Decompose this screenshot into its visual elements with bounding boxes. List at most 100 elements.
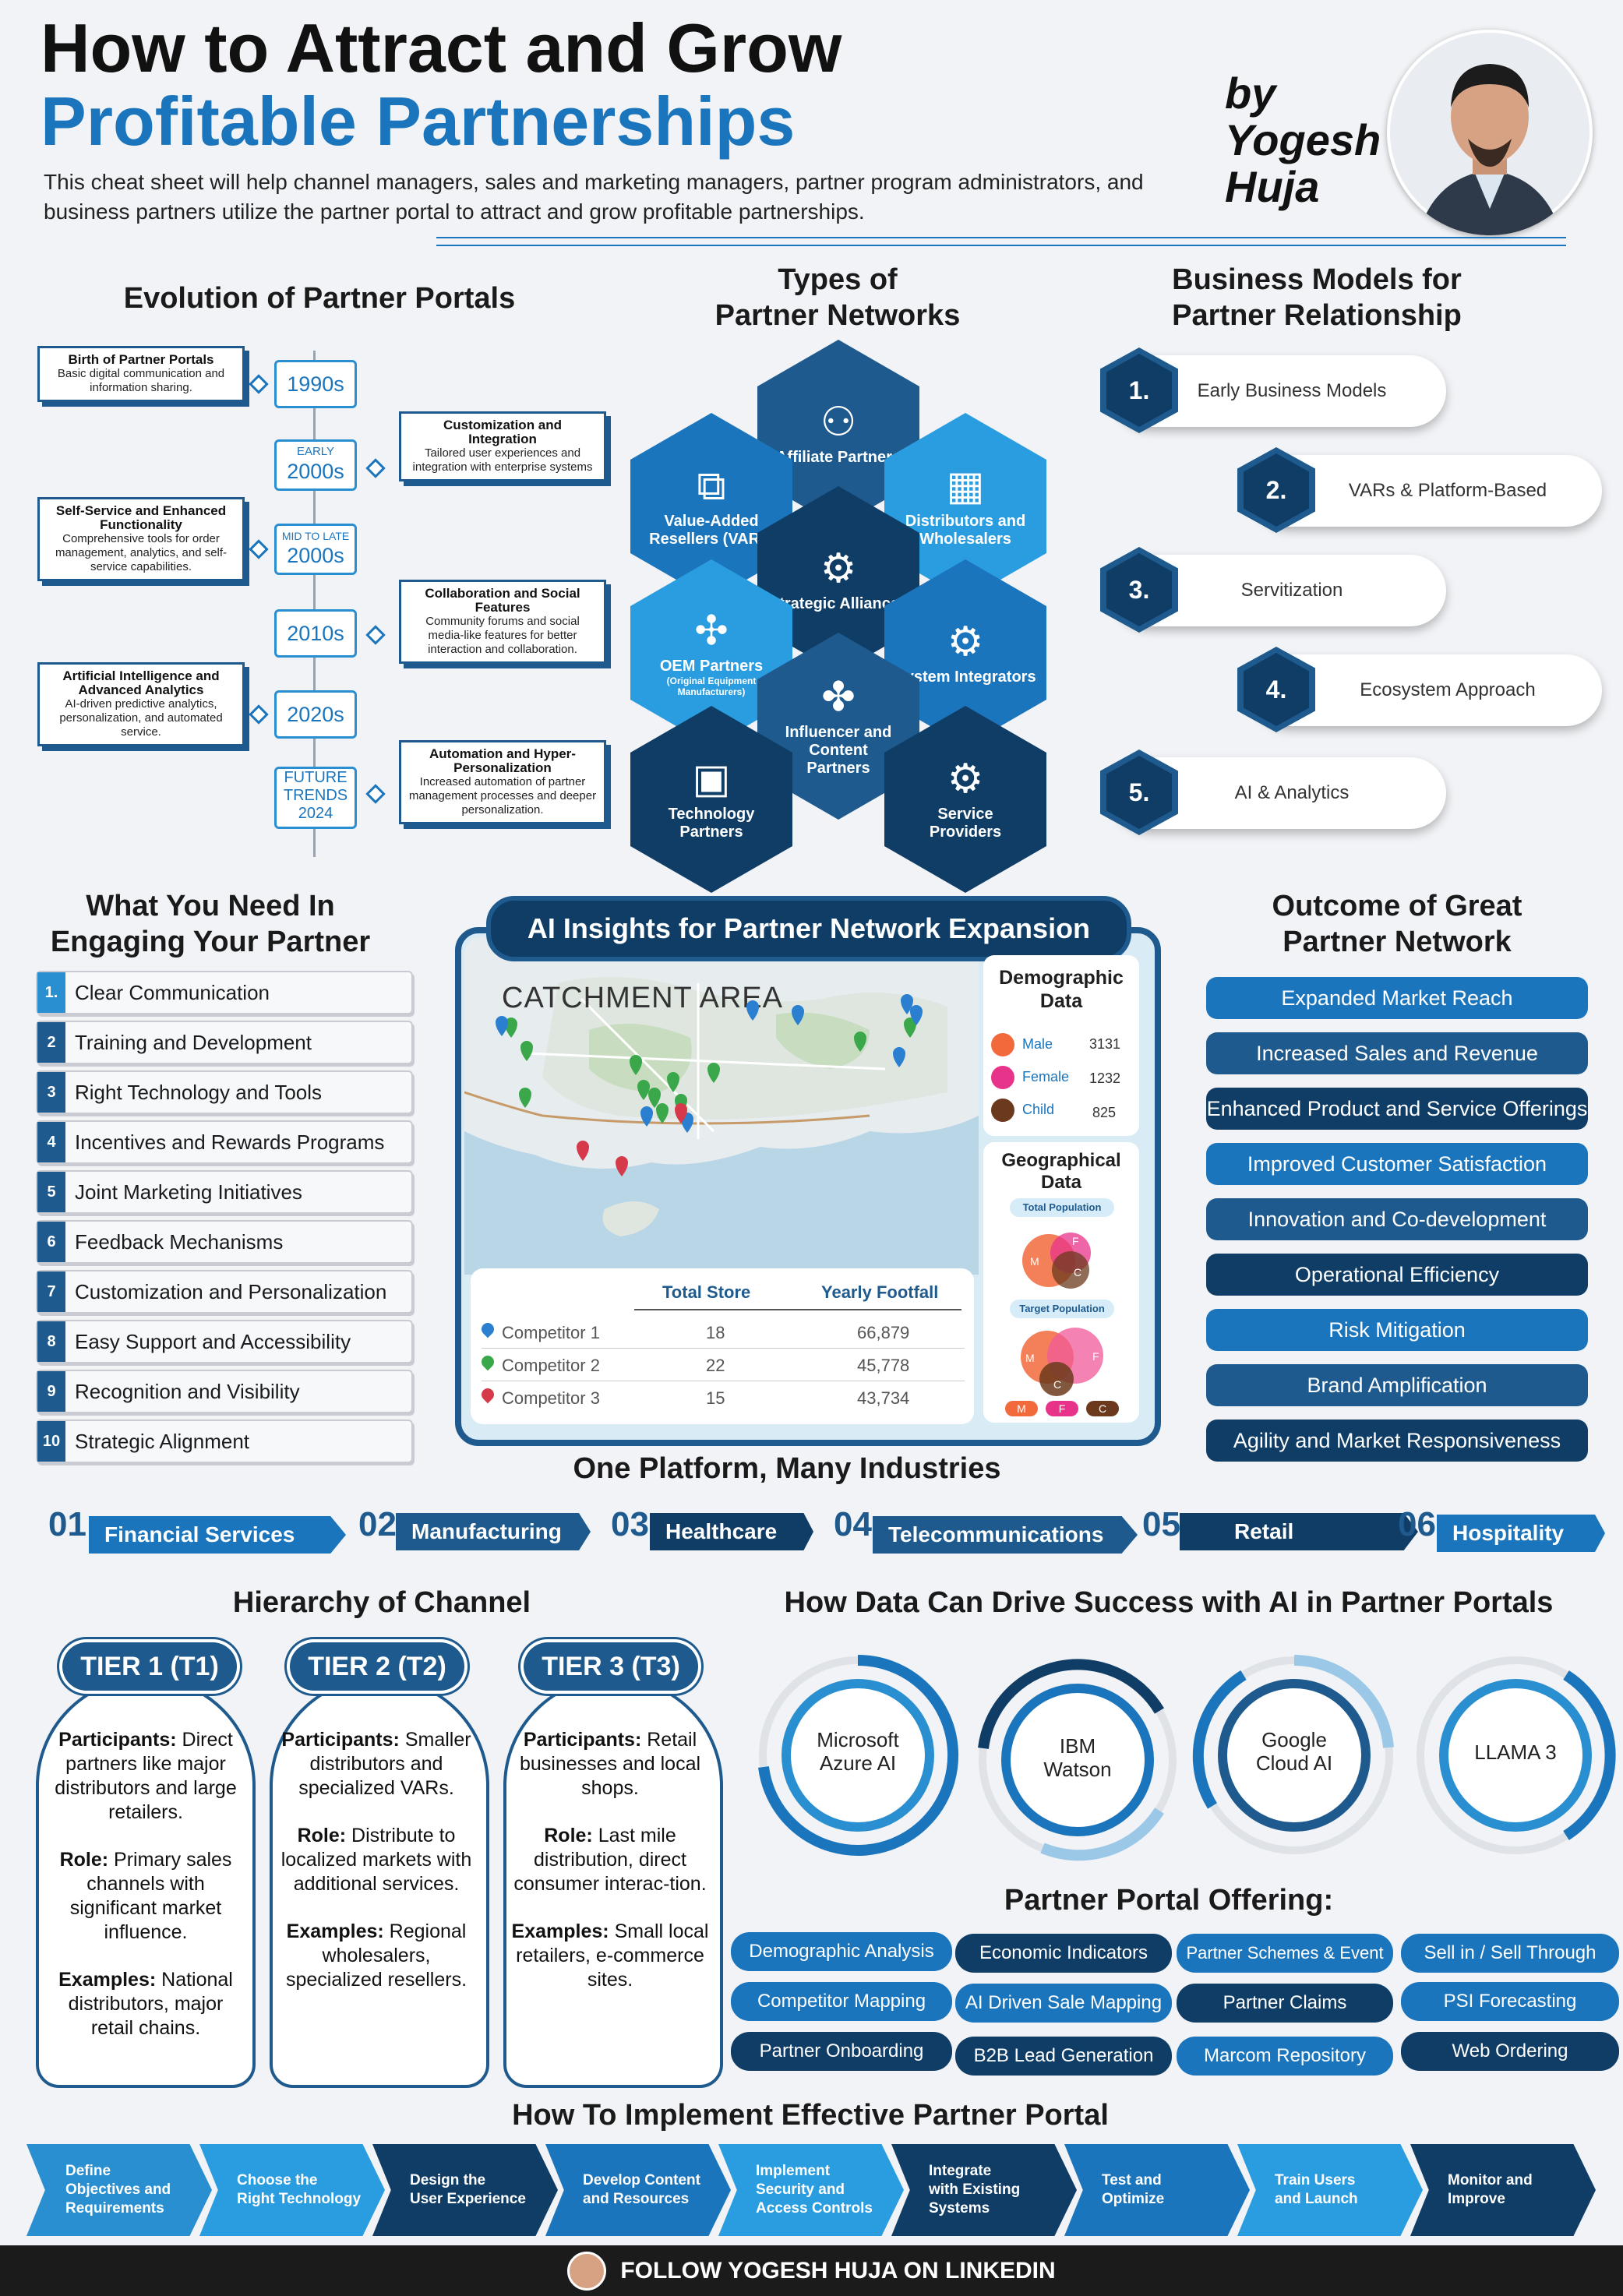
- evolution-box-text: Community forums and social media-like f…: [425, 615, 580, 656]
- model-number: 3.: [1106, 553, 1172, 626]
- timeline-marker: [249, 539, 269, 559]
- geo-title: Geographical Data: [983, 1150, 1139, 1194]
- demographic-row-female: Female 1232: [991, 1063, 1131, 1091]
- byline-last-name: Huja: [1225, 162, 1320, 211]
- legend-f: F: [1046, 1401, 1078, 1416]
- offering-item: Marcom Repository: [1177, 2037, 1393, 2076]
- tier-2-body: Participants: Smaller distributors and s…: [277, 1728, 475, 2016]
- tier-3-badge: TIER 3 (T3): [524, 1642, 698, 1691]
- geo-title-line1: Geographical: [1001, 1150, 1121, 1171]
- author-byline: by Yogesh Huja: [1225, 70, 1381, 210]
- industry-manufacturing: Manufacturing: [396, 1513, 591, 1550]
- industry-number: 06: [1398, 1505, 1436, 1543]
- byline-by: by: [1225, 69, 1276, 118]
- evolution-timeline-line: [313, 351, 316, 857]
- competitor-name: Competitor 2: [502, 1356, 600, 1375]
- participants-label: Participants:: [523, 1729, 642, 1751]
- legend-m: M: [1005, 1401, 1038, 1416]
- offering-item: B2B Lead Generation: [955, 2037, 1172, 2076]
- step-line2: and Launch: [1275, 2191, 1358, 2207]
- evolution-box-title: Customization and Integration: [443, 418, 563, 446]
- evolution-box-text: Comprehensive tools for order management…: [55, 532, 228, 573]
- step-line2: Improve: [1448, 2191, 1505, 2207]
- future-line1: FUTURE: [284, 769, 348, 786]
- venn-legend: M F C: [1005, 1401, 1122, 1418]
- ai-insights-title-tab: AI Insights for Partner Network Expansio…: [486, 896, 1131, 961]
- industries-title: One Platform, Many Industries: [573, 1452, 1001, 1485]
- footer-bar[interactable]: FOLLOW YOGESH HUJA ON LINKEDIN: [0, 2245, 1623, 2296]
- need-label: Training and Development: [75, 1031, 312, 1054]
- step-line1: Define: [65, 2163, 111, 2179]
- needs-title-line2: Engaging Your Partner: [50, 926, 371, 958]
- demographic-title-line2: Data: [1039, 990, 1083, 1012]
- evolution-title: Evolution of Partner Portals: [123, 282, 516, 315]
- outcome-item: Brand Amplification: [1206, 1364, 1588, 1406]
- pin-icon: [478, 1385, 497, 1404]
- need-number: 3: [37, 1072, 65, 1113]
- examples-label: Examples:: [58, 1969, 157, 1991]
- industry-number: 02: [358, 1505, 397, 1543]
- header-divider-bottom: [436, 245, 1566, 246]
- tier-examples: Examples: National distributors, major r…: [48, 1968, 243, 2040]
- boxes-icon: ▦: [946, 464, 985, 509]
- model-number: 2.: [1244, 453, 1309, 527]
- year-1990s: 1990s: [274, 360, 357, 408]
- timeline-marker: [249, 374, 269, 394]
- outcome-item: Operational Efficiency: [1206, 1254, 1588, 1296]
- tier-role: Role: Distribute to localized markets wi…: [277, 1824, 475, 1896]
- outcome-item: Enhanced Product and Service Offerings: [1206, 1088, 1588, 1130]
- needs-title: What You Need In Engaging Your Partner: [23, 888, 397, 960]
- table-header-stores: Total Store: [662, 1282, 751, 1302]
- org-chart-icon: ⧉: [697, 464, 726, 509]
- networks-title: Types of Partner Networks: [670, 262, 1005, 333]
- offering-item: Partner Schemes & Event: [1177, 1934, 1393, 1973]
- examples-label: Examples:: [511, 1920, 609, 1942]
- step-line1: Monitor and: [1448, 2172, 1533, 2188]
- header-divider-top: [436, 237, 1566, 238]
- industry-number: 04: [834, 1505, 872, 1543]
- tier-card-2: [270, 1677, 489, 2088]
- step-line2: Security and: [756, 2181, 845, 2198]
- demographic-value: 3131: [1089, 1036, 1121, 1052]
- offering-item: Competitor Mapping: [731, 1982, 952, 2021]
- pin-icon: [478, 1320, 497, 1338]
- author-avatar: [1387, 30, 1593, 235]
- evolution-box-text: AI-driven predictive analytics, personal…: [59, 697, 223, 739]
- outcome-item: Agility and Market Responsiveness: [1206, 1420, 1588, 1462]
- evolution-box-birth: Birth of Partner Portals Basic digital c…: [37, 346, 245, 402]
- need-label: Right Technology and Tools: [75, 1081, 323, 1104]
- industry-number: 05: [1142, 1505, 1180, 1543]
- step-line1: Choose the: [237, 2172, 318, 2188]
- hex-sublabel: (Original Equipment Manufacturers): [666, 675, 757, 697]
- hex-label: OEM Partners: [659, 657, 764, 675]
- timeline-marker: [365, 784, 386, 804]
- wrench-icon: ✣: [694, 608, 729, 654]
- venn-letter-c: C: [1053, 1378, 1061, 1391]
- role-label: Role:: [544, 1825, 593, 1846]
- footer-follow-link[interactable]: FOLLOW YOGESH HUJA ON LINKEDIN: [620, 2257, 1056, 2284]
- examples-text: National distributors, major retail chai…: [68, 1969, 233, 2039]
- chip-handshake-icon: ▣: [692, 757, 731, 802]
- examples-text: Regional wholesalers, specialized resell…: [285, 1920, 467, 1991]
- evolution-box-title: Self-Service and Enhanced Functionality: [55, 503, 227, 532]
- participants-label: Participants:: [281, 1729, 400, 1751]
- hex-label: Technology Partners: [668, 806, 755, 841]
- future-line2: TRENDS: [283, 787, 348, 804]
- demographic-title: Demographic Data: [983, 966, 1139, 1013]
- page-title-line2: Profitable Partnerships: [41, 83, 796, 160]
- hex-label: Strategic Alliances: [768, 594, 909, 612]
- year-2010s: 2010s: [274, 609, 357, 658]
- offering-item: PSI Forecasting: [1401, 1982, 1619, 2021]
- ai-ring-line1: LLAMA 3: [1474, 1741, 1557, 1764]
- step-line1: Integrate: [929, 2163, 992, 2179]
- competitor-name: Competitor 1: [502, 1323, 600, 1342]
- demographic-value: 825: [1092, 1105, 1117, 1120]
- target-population-venn: M F C: [1021, 1328, 1103, 1396]
- venn-letter-c: C: [1074, 1266, 1081, 1278]
- tier-role: Role: Last mile distribution, direct con…: [511, 1824, 709, 1896]
